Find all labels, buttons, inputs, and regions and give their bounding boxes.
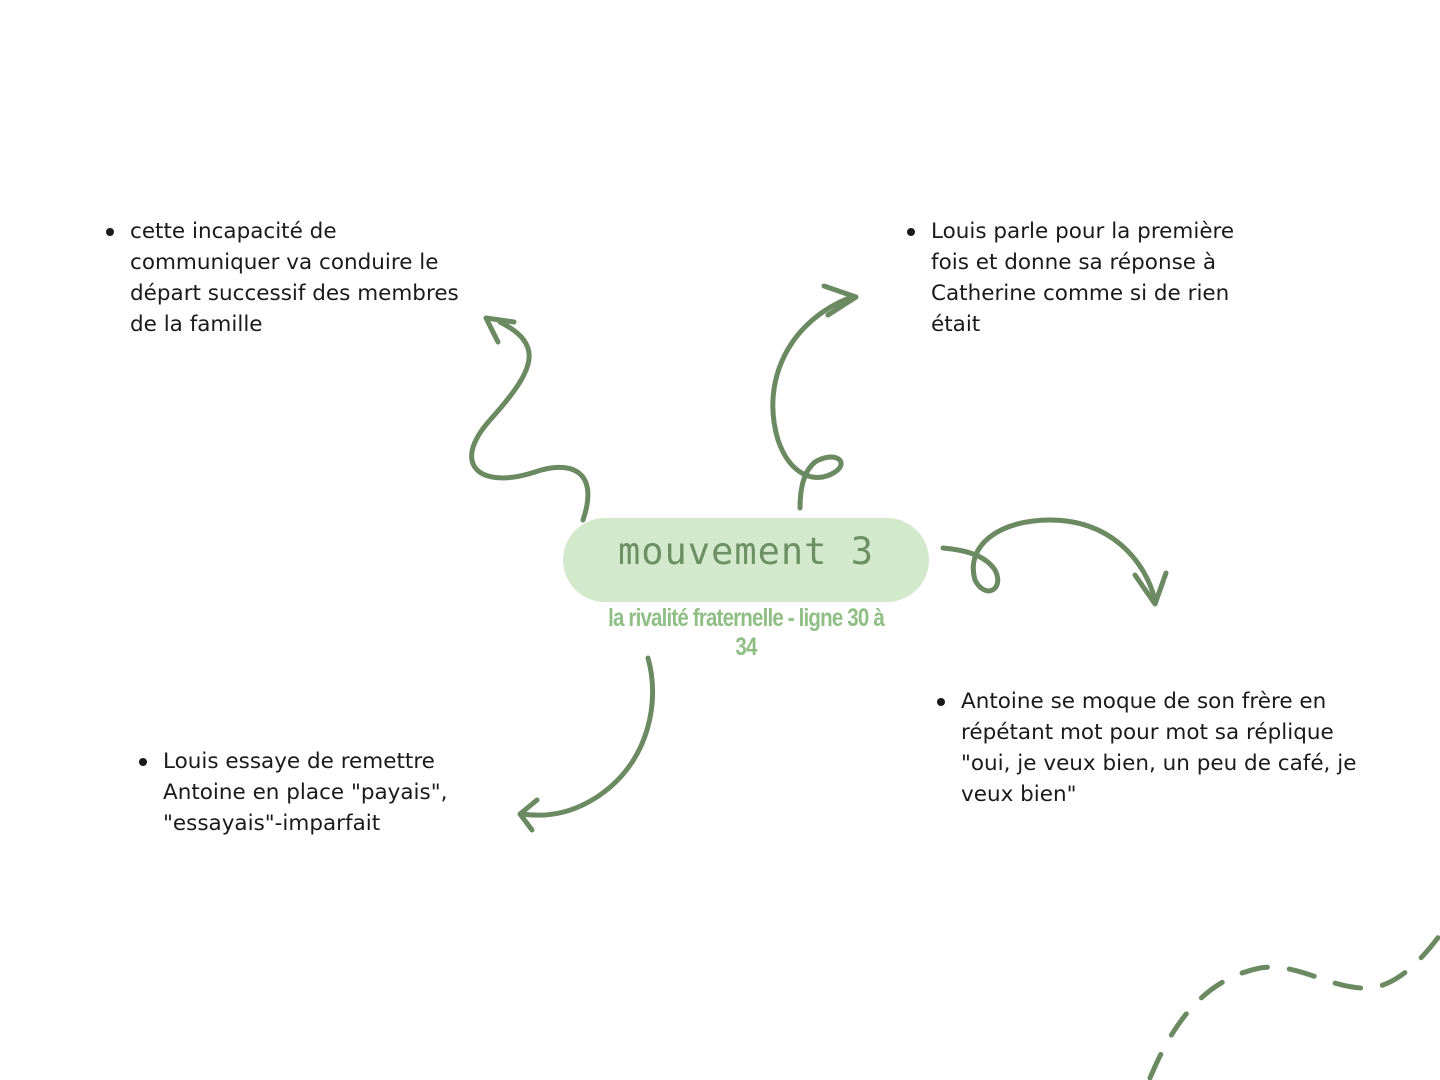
arrowhead-top-left <box>483 315 517 345</box>
note-bottom-left-text: Louis essaye de remettre Antoine en plac… <box>139 746 493 839</box>
note-bottom-right-text: Antoine se moque de son frère en répétan… <box>937 686 1381 810</box>
note-bottom-left: Louis essaye de remettre Antoine en plac… <box>137 746 493 839</box>
arrowhead-bottom-left <box>517 797 540 833</box>
arrow-to-top-right <box>770 294 855 511</box>
center-topic-bubble <box>563 518 929 602</box>
arrowhead-top-right <box>821 283 859 318</box>
arrow-to-bottom-right <box>940 517 1158 603</box>
arrow-to-bottom-left <box>519 655 656 818</box>
note-top-left-text: cette incapacité de communiquer va condu… <box>106 216 490 340</box>
note-bottom-right: Antoine se moque de son frère en répétan… <box>935 686 1381 810</box>
arrow-to-top-left <box>469 319 591 523</box>
note-top-right: Louis parle pour la première fois et don… <box>905 216 1271 340</box>
note-top-left: cette incapacité de communiquer va condu… <box>104 216 490 340</box>
decorative-dashed-curve <box>1147 932 1440 1080</box>
note-top-right-text: Louis parle pour la première fois et don… <box>907 216 1271 340</box>
center-topic-subtitle: la rivalité fraternelle - ligne 30 à 34 <box>608 604 885 661</box>
center-topic-title: mouvement 3 <box>617 530 875 573</box>
arrowhead-bottom-right <box>1132 570 1169 607</box>
